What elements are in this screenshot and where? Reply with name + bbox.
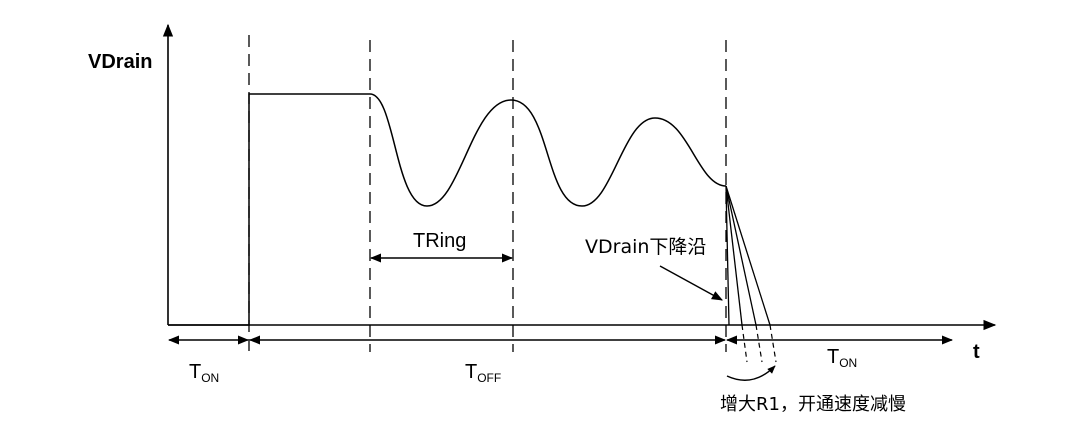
t-on-right-label: TON bbox=[827, 346, 857, 370]
slowdown-curved-arrow bbox=[726, 365, 776, 381]
falling-edge-dash-3 bbox=[769, 324, 777, 363]
t-off-label: TOFF bbox=[465, 361, 501, 385]
falling-edge-pointer bbox=[659, 265, 723, 301]
t-on-left-label: TON bbox=[189, 361, 219, 385]
falling-edge-label: VDrain下降沿 bbox=[585, 236, 706, 258]
falling-edge-solid-3 bbox=[725, 185, 757, 326]
falling-edge-solid-4 bbox=[725, 185, 771, 326]
falling-edge-dash-2 bbox=[755, 324, 763, 363]
vdrain-waveform bbox=[168, 93, 727, 326]
x-axis-label: t bbox=[973, 341, 980, 363]
falling-edge-dash-1 bbox=[741, 324, 748, 363]
falling-edge-solid-1 bbox=[725, 185, 730, 326]
y-axis-label: VDrain bbox=[88, 51, 152, 73]
r1-note-label: 增大R1，开通速度减慢 bbox=[720, 394, 906, 415]
falling-edge-solid-2 bbox=[725, 185, 743, 326]
tring-label: TRing bbox=[413, 230, 466, 252]
